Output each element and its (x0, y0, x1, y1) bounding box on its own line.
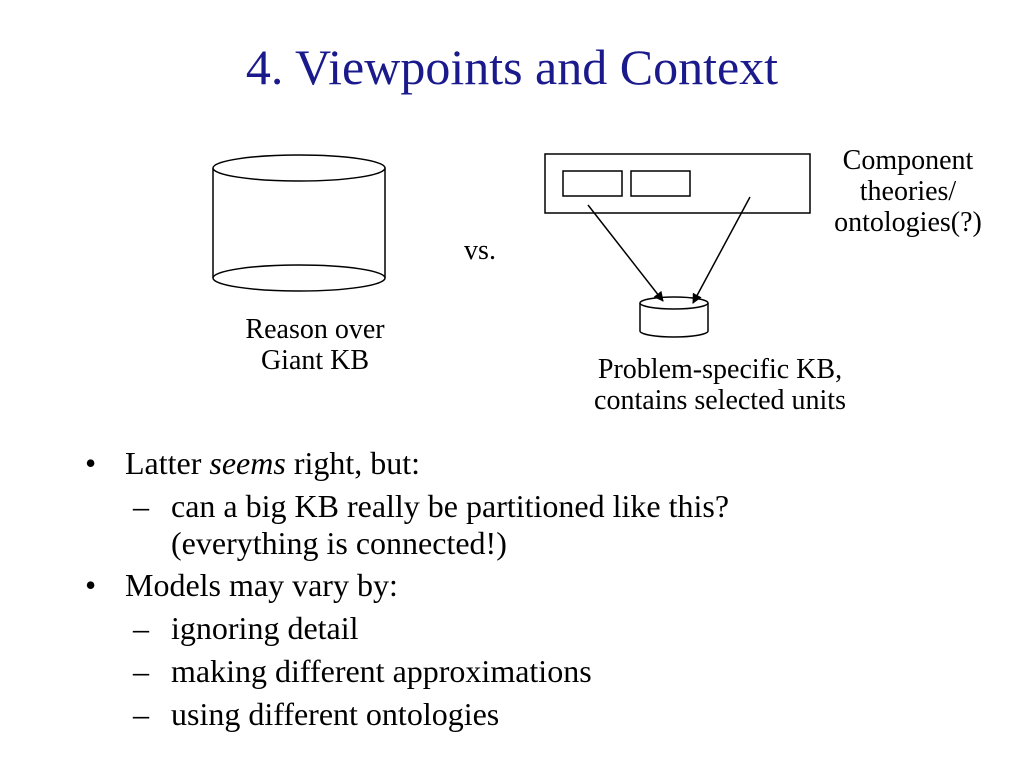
giant-kb-cylinder (212, 154, 386, 292)
sub-bullet-item: – using different ontologies (133, 696, 500, 732)
giant-kb-caption: Reason over Giant KB (245, 314, 385, 376)
dash-icon: – (133, 653, 149, 689)
bullet-icon: • (85, 445, 97, 481)
dash-icon: – (133, 488, 149, 524)
sub-bullet-item: – making different approximations (133, 653, 592, 689)
dash-icon: – (133, 696, 149, 732)
bullet-item: • Models may vary by: (85, 567, 398, 603)
sub-bullet-item: – ignoring detail (133, 610, 359, 646)
bullet-list: • Latter seems right, but: – can a big K… (85, 440, 985, 733)
arrow-right (692, 196, 751, 304)
diagram (212, 153, 811, 338)
component-theory-2 (630, 170, 691, 197)
problem-kb-cylinder (639, 296, 709, 338)
arrow-left (587, 204, 664, 302)
sub-bullet-item: – can a big KB really be partitioned lik… (133, 488, 730, 561)
bullet-item: • Latter seems right, but: (85, 445, 421, 481)
slide-title: 4. Viewpoints and Context (245, 39, 779, 95)
components-label: Component theories/ ontologies(?) (834, 145, 982, 238)
problem-kb-caption: Problem-specific KB, contains selected u… (594, 354, 846, 416)
dash-icon: – (133, 610, 149, 646)
component-theory-1 (562, 170, 623, 197)
bullet-icon: • (85, 567, 97, 603)
vs-label: vs. (464, 235, 496, 266)
